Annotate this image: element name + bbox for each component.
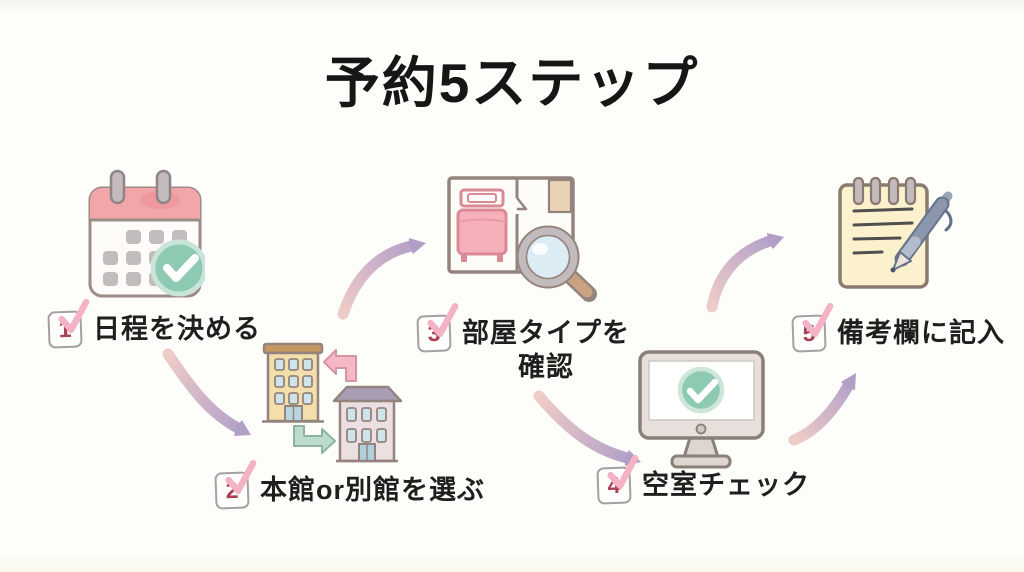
step-1-number-badge: 1 [47, 298, 90, 349]
step-4-number: 4 [607, 471, 621, 499]
step-3-label-row: 3 部屋タイプを 確認 [416, 302, 630, 385]
step-5-label: 備考欄に記入 [837, 318, 1005, 348]
arrow-step4-to-step5-icon [706, 233, 784, 313]
swap-arrow-right-icon [293, 425, 336, 454]
monitor-check-icon [638, 350, 765, 469]
step-2-label: 本館or別館を選ぶ [260, 475, 485, 505]
step-3-number: 3 [427, 319, 441, 347]
step-3-label-line1: 部屋タイプを [462, 318, 630, 348]
buildings-swap-icon [262, 342, 402, 463]
arrow-step1-to-step2 [162, 348, 251, 436]
calendar-check-icon [88, 169, 205, 298]
step-3-number-badge: 3 [416, 302, 459, 353]
step-2-number-badge: 2 [214, 459, 257, 510]
notepad-pen-icon [838, 176, 953, 289]
step-4-number-badge: 4 [596, 454, 639, 505]
step-3-label: 部屋タイプを 確認 [462, 315, 630, 385]
step-3-label-line2: 確認 [518, 351, 574, 382]
step-1-number: 1 [58, 315, 72, 343]
step-1-label-row: 1 日程を決める [47, 298, 261, 349]
room-plan-search-icon [447, 176, 597, 302]
step-5-number-badge: 5 [791, 302, 834, 353]
arrow-step4-to-step5-label [788, 373, 856, 446]
step-2-number: 2 [225, 476, 239, 504]
step-4-label: 空室チェック [642, 470, 810, 500]
step-1-label: 日程を決める [93, 314, 261, 344]
step-5-label-row: 5 備考欄に記入 [791, 302, 1005, 353]
page-title: 予約5ステップ [324, 52, 700, 114]
step-4-label-row: 4 空室チェック [596, 454, 810, 505]
step-5-number: 5 [802, 319, 816, 347]
step-2-label-row: 2 本館or別館を選ぶ [214, 459, 485, 510]
swap-arrow-left-icon [323, 349, 357, 382]
arrow-step2-to-step3 [337, 238, 426, 320]
